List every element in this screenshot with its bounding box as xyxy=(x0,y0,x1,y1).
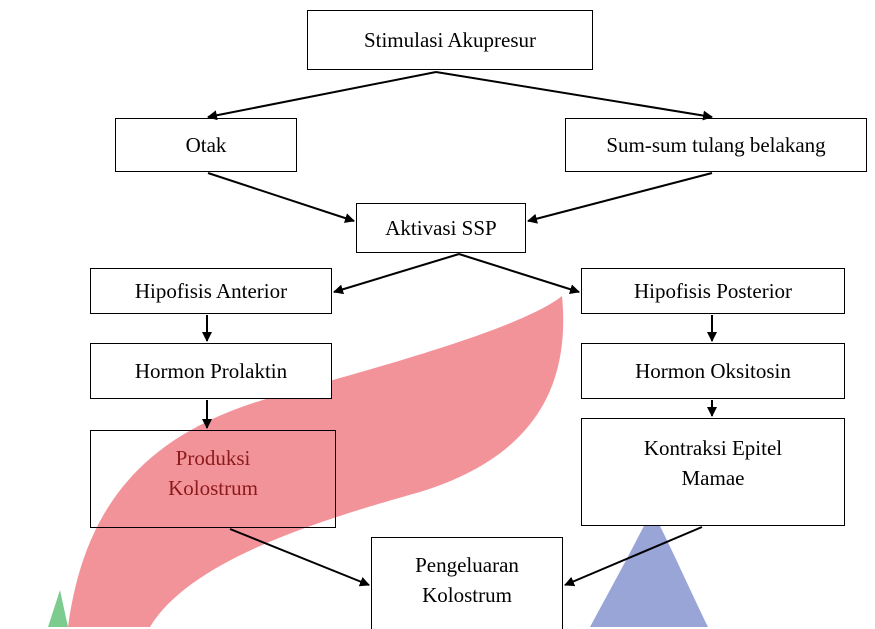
node-otak: Otak xyxy=(115,118,297,172)
node-label: Hipofisis Anterior xyxy=(134,279,288,303)
node-hipofisis-posterior: Hipofisis Posterior xyxy=(581,268,845,314)
watermark-red-swoosh xyxy=(68,296,564,627)
node-kontraksi-epitel-mamae: Kontraksi Epitel Mamae xyxy=(581,418,845,526)
node-label: Hipofisis Posterior xyxy=(633,279,793,303)
node-aktivasi-ssp: Aktivasi SSP xyxy=(356,203,526,253)
node-hormon-oksitosin: Hormon Oksitosin xyxy=(581,343,845,399)
node-hipofisis-anterior: Hipofisis Anterior xyxy=(90,268,332,314)
node-label: Otak xyxy=(185,133,227,157)
node-label: Aktivasi SSP xyxy=(385,216,497,240)
node-label: Hormon Oksitosin xyxy=(635,359,791,383)
node-sum-sum-tulang-belakang: Sum-sum tulang belakang xyxy=(565,118,867,172)
node-label: Sum-sum tulang belakang xyxy=(606,133,826,157)
node-label: Produksi Kolostrum xyxy=(168,446,258,500)
node-label: Hormon Prolaktin xyxy=(134,359,288,383)
watermark-blue-shape xyxy=(590,510,708,627)
node-hormon-prolaktin: Hormon Prolaktin xyxy=(90,343,332,399)
node-pengeluaran-kolostrum: Pengeluaran Kolostrum xyxy=(371,537,563,629)
node-label: Pengeluaran Kolostrum xyxy=(415,553,519,607)
node-label: Stimulasi Akupresur xyxy=(363,28,537,52)
watermark-green-shape xyxy=(48,590,68,627)
node-produksi-kolostrum: Produksi Kolostrum xyxy=(90,430,336,528)
node-label: Kontraksi Epitel Mamae xyxy=(643,436,783,490)
node-stimulasi-akupresur: Stimulasi Akupresur xyxy=(307,10,593,70)
